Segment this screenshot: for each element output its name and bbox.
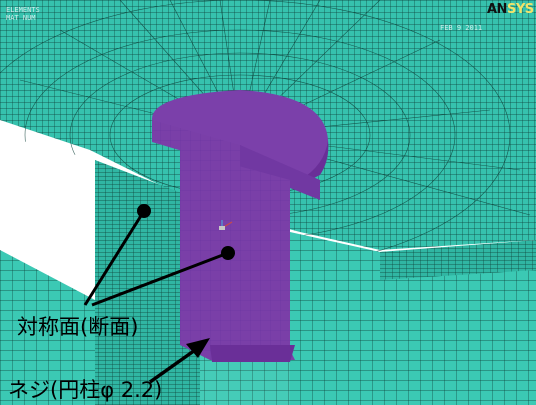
viewer-subtitle: MAT NUM: [6, 14, 36, 22]
screw-head-top: [151, 90, 328, 185]
coordinate-triad-icon: [219, 220, 233, 230]
ansys-logo: ANSYS: [487, 2, 534, 17]
viewer-date: FEB 9 2011: [440, 24, 483, 32]
screw-shank: [180, 150, 295, 360]
screw-shank-tip: [210, 345, 295, 362]
logo-prefix: AN: [487, 2, 507, 17]
viewer-title: ELEMENTS: [6, 6, 40, 14]
logo-suffix: SYS: [506, 2, 534, 17]
leader-line-screw: [91, 251, 229, 307]
right-upper-strip: [380, 240, 536, 280]
leader-line-left: [83, 210, 146, 306]
symmetry-plane-label: 対称面(断面): [17, 315, 139, 339]
screw-arrow-shaft: [148, 346, 200, 384]
screw-head-cut: [240, 145, 320, 200]
cutaway-void: [0, 135, 95, 300]
screw-head-front: [152, 120, 240, 168]
screw-arrow-head: [186, 338, 210, 358]
screw-label: ネジ(円柱φ 2.2): [8, 378, 163, 402]
left-lower-face: [0, 250, 95, 405]
